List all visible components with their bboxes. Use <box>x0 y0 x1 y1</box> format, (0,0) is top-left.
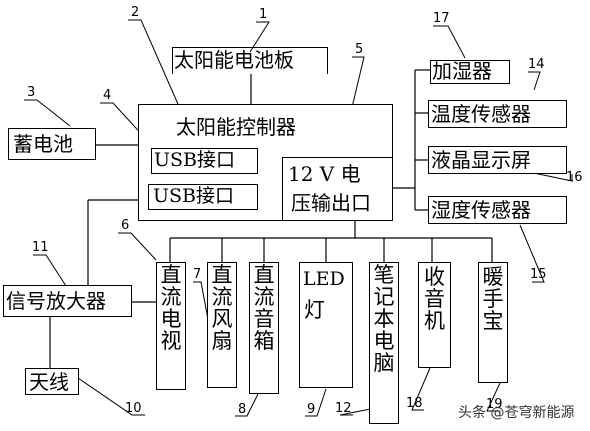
ref-number-11: 11 <box>32 240 49 255</box>
battery-box <box>8 128 96 160</box>
antenna-label: 天线 <box>29 370 69 394</box>
led-lamp-label-line1: LED <box>303 268 345 290</box>
ref-number-1: 1 <box>259 7 268 22</box>
watermark-text: 头条 @苍穹新能源 <box>458 405 575 421</box>
ref-number-9: 9 <box>307 402 316 417</box>
ref-number-15: 15 <box>530 267 547 282</box>
battery-label: 蓄电池 <box>13 132 73 156</box>
dc-tv-box <box>156 262 186 390</box>
lcd-label: 液晶显示屏 <box>431 148 531 172</box>
humidifier-box <box>430 60 510 84</box>
ref-number-8: 8 <box>238 402 247 417</box>
solar-panel-label: 太阳能电池板 <box>174 48 294 72</box>
led-lamp-label-line2: 灯 <box>304 298 325 322</box>
ref-number-16: 16 <box>566 170 583 185</box>
temp-sensor-box <box>428 100 567 128</box>
solar-controller-label: 太阳能控制器 <box>176 115 296 139</box>
humidity-sensor-box <box>428 196 567 224</box>
ref-number-6: 6 <box>121 218 130 233</box>
led-lamp-box <box>299 262 353 388</box>
dc-fan-box <box>207 262 237 388</box>
laptop-label: 笔记本电脑 <box>373 263 395 376</box>
ref-number-2: 2 <box>131 5 140 20</box>
ref-number-10: 10 <box>125 401 142 416</box>
dc-fan-label: 直流风扇 <box>211 263 233 354</box>
ref-number-4: 4 <box>103 88 112 103</box>
output-port-box <box>282 157 393 221</box>
usb-port-1-box <box>151 148 258 174</box>
laptop-box <box>369 262 399 424</box>
signal-amplifier-box <box>3 285 132 317</box>
ref-number-17: 17 <box>433 11 450 26</box>
radio-box <box>418 262 451 368</box>
ref-number-12: 12 <box>335 401 352 416</box>
humidifier-label: 加湿器 <box>432 59 492 83</box>
hand-warmer-label: 暖手宝 <box>482 265 504 334</box>
dc-speaker-box <box>249 262 279 394</box>
usb-port-2-label: USB接口 <box>153 185 234 207</box>
ref-number-7: 7 <box>193 267 202 282</box>
lcd-box <box>428 146 567 174</box>
ref-number-5: 5 <box>355 42 364 57</box>
usb-port-1-label: USB接口 <box>154 149 235 171</box>
solar-panel-box <box>172 47 328 74</box>
antenna-box <box>25 368 79 395</box>
ref-number-18: 18 <box>406 396 423 411</box>
ref-number-14: 14 <box>528 57 545 72</box>
hand-warmer-box <box>478 262 508 383</box>
ref-number-3: 3 <box>27 85 36 100</box>
signal-amplifier-label: 信号放大器 <box>6 289 106 313</box>
radio-label: 收音机 <box>424 265 445 334</box>
output-port-line1: 12 V 电 <box>288 162 361 186</box>
dc-tv-label: 直流电视 <box>160 263 182 354</box>
humidity-sensor-label: 湿度传感器 <box>431 198 531 222</box>
temp-sensor-label: 温度传感器 <box>431 102 531 126</box>
output-port-line2: 压输出口 <box>291 191 371 215</box>
dc-speaker-label: 直流音箱 <box>253 263 275 354</box>
ref-number-19: 19 <box>486 397 503 412</box>
usb-port-2-box <box>148 184 258 210</box>
